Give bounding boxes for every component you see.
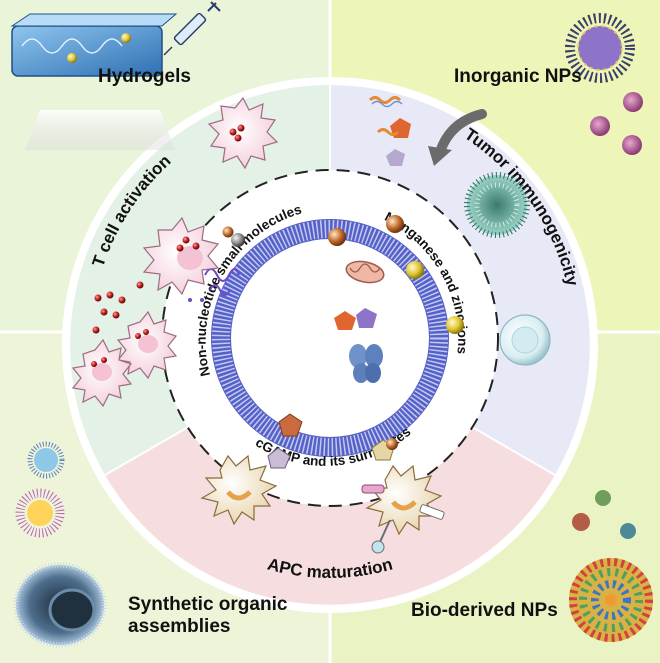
manganese-zinc-ions bbox=[328, 215, 464, 334]
sting-ring-texture bbox=[212, 220, 448, 456]
mitochondrion-icon bbox=[345, 260, 385, 284]
t-cell-middle bbox=[116, 310, 178, 380]
pentagon-molecules bbox=[334, 308, 377, 330]
t-cell-bottom bbox=[71, 338, 133, 408]
micelle-icon-small bbox=[27, 441, 65, 479]
hydrogels-label: Hydrogels bbox=[98, 66, 191, 87]
syringe-icon bbox=[163, 1, 221, 56]
inorganic-nps-label: Inorganic NPs bbox=[454, 66, 582, 87]
dendritic-cell-top bbox=[207, 96, 279, 170]
dendritic-cell-left bbox=[200, 454, 278, 526]
synthetic-organic-assemblies-label: Synthetic organic assemblies bbox=[128, 594, 287, 638]
t-cell-cluster bbox=[142, 216, 220, 296]
released-particles bbox=[92, 281, 144, 334]
dendritic-cell-right bbox=[361, 464, 445, 554]
curved-arrow-icon bbox=[428, 109, 487, 166]
bio-derived-particles-small bbox=[572, 490, 636, 539]
bio-derived-nps-label: Bio-derived NPs bbox=[411, 600, 558, 621]
tumor-signals bbox=[368, 96, 411, 166]
cgamp-molecules bbox=[267, 413, 398, 469]
bio-derived-nanoparticle-icon bbox=[569, 558, 653, 642]
synthetic-label-line2: assemblies bbox=[128, 616, 231, 637]
spiky-nanoparticle-icon bbox=[565, 13, 635, 83]
micelle-icon-large bbox=[15, 488, 65, 538]
cell-sphere-icon bbox=[499, 314, 551, 366]
sting-ring-center bbox=[232, 240, 428, 436]
synthetic-label-line1: Synthetic organic bbox=[128, 594, 288, 615]
hydrogel-block-icon bbox=[10, 13, 178, 150]
liposome-icon bbox=[13, 562, 107, 648]
tumor-cell-cluster bbox=[464, 172, 530, 238]
small-nanoparticles bbox=[590, 92, 643, 155]
sting-protein-icon bbox=[349, 344, 383, 383]
